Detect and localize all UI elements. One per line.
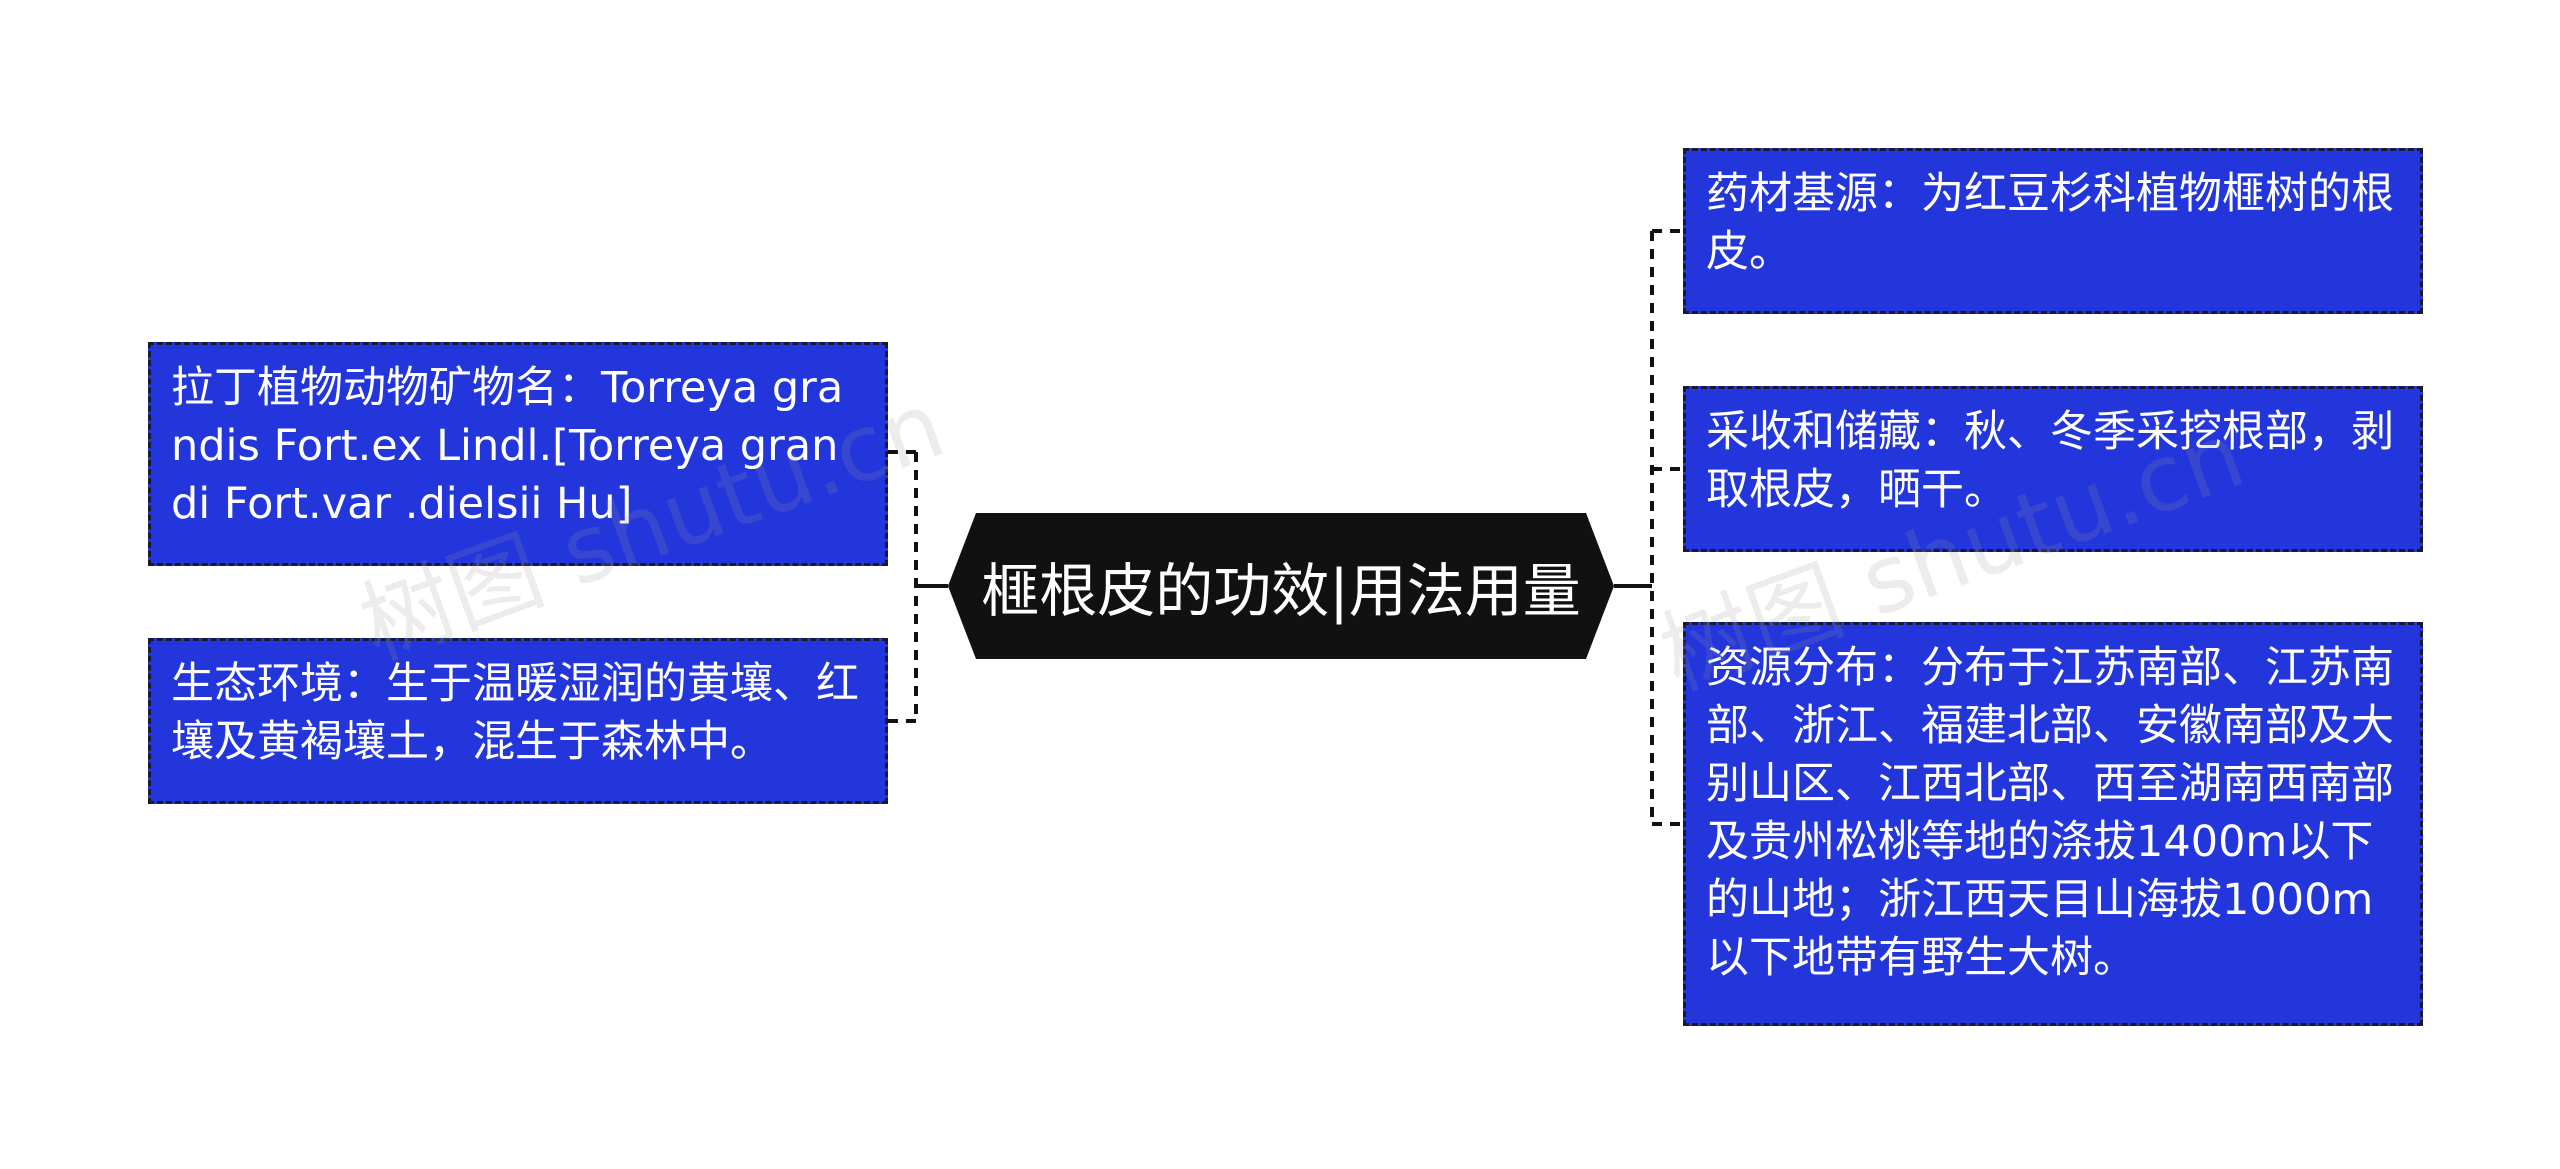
branch-harvest-storage[interactable]: 采收和储藏：秋、冬季采挖根部，剥取根皮，晒干。: [1683, 386, 2423, 552]
branch-latin-name-text: 拉丁植物动物矿物名：Torreya grandis Fort.ex Lindl.…: [171, 363, 844, 529]
branch-latin-name[interactable]: 拉丁植物动物矿物名：Torreya grandis Fort.ex Lindl.…: [148, 342, 888, 566]
branch-ecology-text: 生态环境：生于温暖湿润的黄壤、红壤及黄褐壤土，混生于森林中。: [171, 659, 859, 767]
branch-resource-distribution-text: 资源分布：分布于江苏南部、江苏南部、浙江、福建北部、安徽南部及大别山区、江西北部…: [1706, 643, 2394, 983]
central-topic-title: 榧根皮的功效|用法用量: [981, 557, 1581, 625]
branch-ecology[interactable]: 生态环境：生于温暖湿润的黄壤、红壤及黄褐壤土，混生于森林中。: [148, 638, 888, 804]
branch-medicinal-source-text: 药材基源：为红豆杉科植物榧树的根皮。: [1706, 169, 2394, 277]
branch-medicinal-source[interactable]: 药材基源：为红豆杉科植物榧树的根皮。: [1683, 148, 2423, 314]
branch-harvest-storage-text: 采收和储藏：秋、冬季采挖根部，剥取根皮，晒干。: [1706, 407, 2394, 515]
central-topic-shape: [948, 513, 1614, 659]
central-topic[interactable]: 榧根皮的功效|用法用量: [948, 513, 1614, 659]
branch-resource-distribution[interactable]: 资源分布：分布于江苏南部、江苏南部、浙江、福建北部、安徽南部及大别山区、江西北部…: [1683, 622, 2423, 1026]
